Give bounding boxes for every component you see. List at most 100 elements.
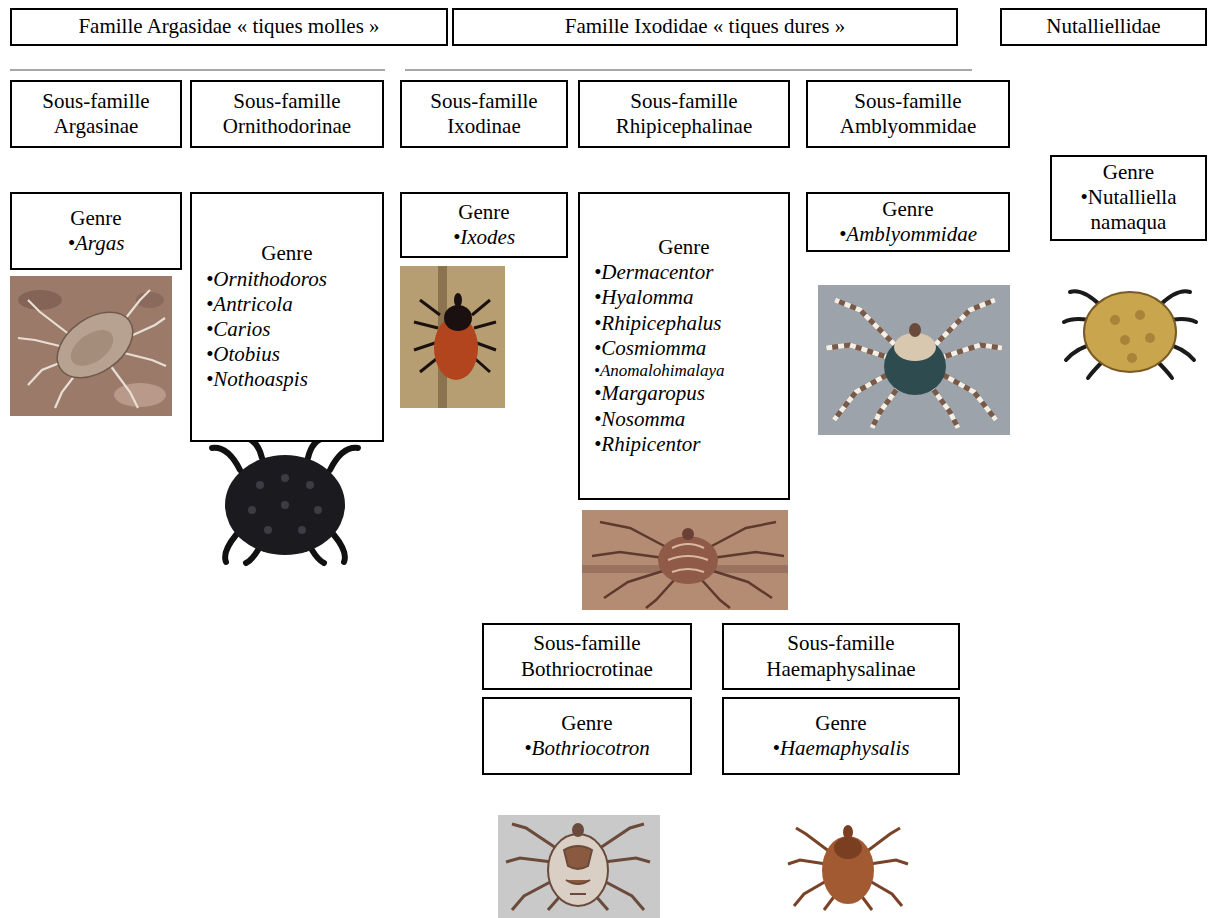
node-text: •Amblyommidae bbox=[839, 222, 977, 247]
subfamily-box: Sous-famille Amblyommidae bbox=[806, 80, 1010, 148]
tick-photo-part bbox=[572, 823, 584, 837]
tick-photo-part bbox=[18, 290, 166, 408]
subfamily-box: Sous-famille Ixodinae bbox=[400, 80, 568, 148]
tick-photo-part bbox=[1120, 335, 1130, 345]
node-heading: Sous-famille Ixodinae bbox=[410, 89, 558, 139]
tick-photo bbox=[778, 815, 920, 918]
node-heading: Nutalliellidae bbox=[1046, 14, 1160, 39]
tick-photo-part bbox=[10, 276, 172, 416]
tick-photo-part bbox=[314, 506, 322, 514]
tick-photo-part bbox=[548, 834, 608, 906]
tick-photo-part bbox=[281, 474, 289, 482]
node-text: •Carios bbox=[200, 317, 374, 342]
tick-photo-part bbox=[1127, 353, 1137, 363]
node-text: •Rhipicephalus bbox=[588, 311, 780, 336]
node-text: •Nothoaspis bbox=[200, 367, 374, 392]
genus-box: Genre•Ixodes bbox=[400, 192, 568, 258]
genus-box: Genre•Bothriocotron bbox=[482, 697, 692, 775]
tick-photo-part bbox=[264, 526, 272, 534]
genus-box: Genre•Argas bbox=[10, 192, 182, 270]
genus-box: Genre•Nutalliella namaqua bbox=[1050, 155, 1207, 241]
node-heading: Genre bbox=[588, 235, 780, 260]
tick-photo-part bbox=[306, 481, 314, 489]
tick-photo-part bbox=[281, 501, 289, 509]
tick-photo-part bbox=[18, 290, 62, 310]
tick-photo-part bbox=[582, 510, 788, 610]
node-text: •Cosmiomma bbox=[588, 336, 780, 361]
node-text: •Bothriocotron bbox=[524, 736, 650, 761]
tick-photo-part bbox=[498, 815, 660, 918]
tick-photo-part bbox=[212, 437, 358, 563]
node-text: •Ornithodoros bbox=[200, 267, 374, 292]
tick-photo-part bbox=[822, 836, 874, 904]
tick-photo-part bbox=[778, 815, 920, 918]
subfamily-box: Sous-famille Bothriocrotinae bbox=[482, 623, 692, 690]
genus-box: Genre•Haemaphysalis bbox=[722, 697, 960, 775]
tick-photo-part bbox=[225, 455, 345, 555]
node-text: •Nutalliella namaqua bbox=[1060, 185, 1197, 235]
node-heading: Genre bbox=[70, 206, 121, 231]
tick-photo-part bbox=[256, 481, 264, 489]
tick-photo-part bbox=[64, 323, 119, 373]
tick-photo-part bbox=[45, 299, 145, 391]
node-heading: Famille Argasidae « tiques molles » bbox=[78, 14, 379, 39]
subfamily-box: Sous-famille Haemaphysalinae bbox=[722, 623, 960, 690]
family-box: Famille Argasidae « tiques molles » bbox=[10, 8, 448, 46]
node-text: •Antricola bbox=[200, 292, 374, 317]
tick-photo-part bbox=[658, 536, 718, 584]
tick-photo-part bbox=[564, 846, 592, 894]
node-heading: Genre bbox=[1103, 160, 1154, 185]
node-heading: Famille Ixodidae « tiques dures » bbox=[565, 14, 846, 39]
tick-photo-part bbox=[1135, 310, 1145, 320]
tick-photo-part bbox=[788, 828, 908, 910]
tick-photo-part bbox=[826, 300, 1002, 428]
node-heading: Sous-famille Rhipicephalinae bbox=[588, 89, 780, 139]
family-box: Nutalliellidae bbox=[1000, 8, 1207, 46]
tick-photo-part bbox=[1064, 291, 1196, 378]
node-heading: Sous-famille Argasinae bbox=[20, 89, 172, 139]
tick-photo-part bbox=[592, 522, 784, 608]
node-heading: Genre bbox=[200, 241, 374, 266]
tick-photo-part bbox=[826, 300, 1002, 428]
node-heading: Sous-famille Amblyommidae bbox=[816, 89, 1000, 139]
node-text: •Otobius bbox=[200, 342, 374, 367]
node-text: •Dermacentor bbox=[588, 260, 780, 285]
subfamily-box: Sous-famille Ornithodorinae bbox=[190, 80, 384, 148]
tick-photo-part bbox=[400, 266, 505, 408]
node-heading: Genre bbox=[815, 711, 866, 736]
family-rule-part bbox=[405, 69, 972, 71]
tick-photo-part bbox=[668, 544, 708, 572]
tick-photo bbox=[818, 285, 1010, 435]
node-text: •Haemaphysalis bbox=[773, 736, 910, 761]
tick-photo-part bbox=[192, 432, 378, 565]
genus-box: Genre•Dermacentor•Hyalomma•Rhipicephalus… bbox=[578, 192, 790, 500]
node-text: •Argas bbox=[68, 231, 125, 256]
tick-photo bbox=[498, 815, 660, 918]
family-rule-part bbox=[10, 69, 385, 71]
tick-photo-part bbox=[834, 837, 862, 859]
node-text: •Hyalomma bbox=[588, 285, 780, 310]
tick-photo-part bbox=[248, 506, 256, 514]
tick-photo-part bbox=[894, 333, 936, 361]
family-rule bbox=[10, 70, 972, 71]
subfamily-box: Sous-famille Rhipicephalinae bbox=[578, 80, 790, 148]
tick-photo-part bbox=[444, 305, 472, 331]
tick-photo-part bbox=[1145, 333, 1155, 343]
node-heading: Genre bbox=[458, 200, 509, 225]
tick-photo bbox=[582, 510, 788, 610]
node-heading: Sous-famille Bothriocrotinae bbox=[492, 631, 682, 681]
node-text: •Rhipicentor bbox=[588, 432, 780, 457]
tick-photo bbox=[1064, 291, 1196, 378]
family-box: Famille Ixodidae « tiques dures » bbox=[452, 8, 958, 46]
tick-photo-part bbox=[114, 383, 166, 407]
tick-photo-part bbox=[454, 293, 462, 307]
tick-photo bbox=[10, 276, 172, 416]
node-heading: Genre bbox=[882, 197, 933, 222]
tick-photo-part bbox=[298, 526, 306, 534]
subfamily-box: Sous-famille Argasinae bbox=[10, 80, 182, 148]
tick-photo-part bbox=[1110, 315, 1120, 325]
tick-photo-part bbox=[682, 528, 694, 540]
node-text: •Ixodes bbox=[453, 225, 515, 250]
